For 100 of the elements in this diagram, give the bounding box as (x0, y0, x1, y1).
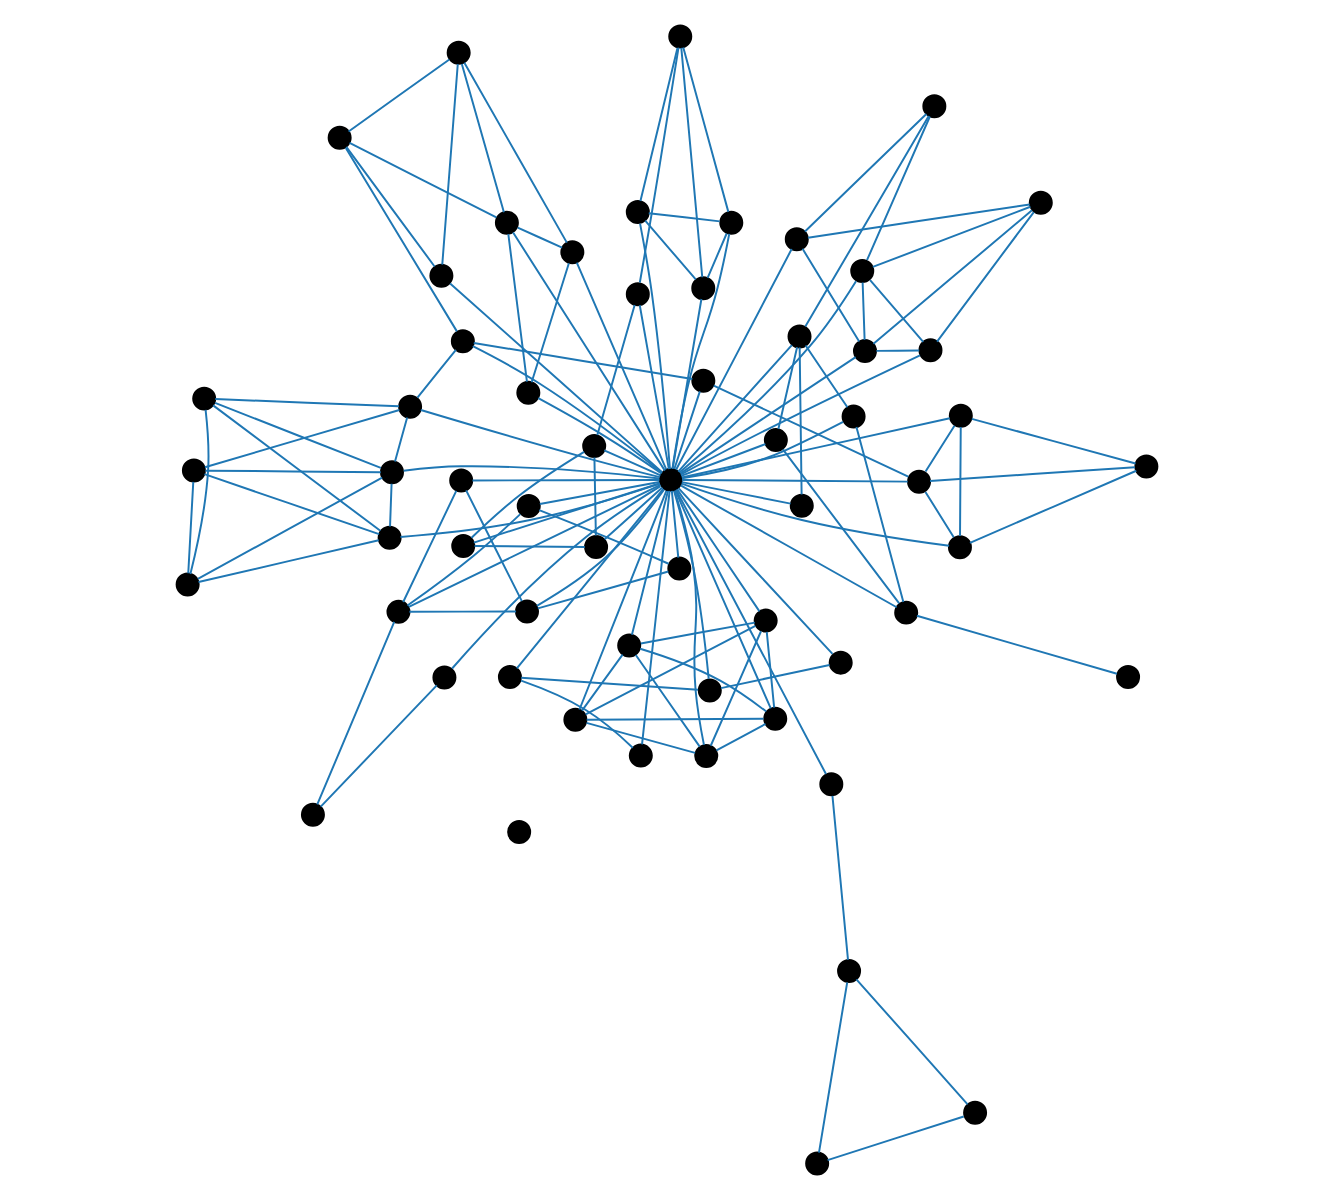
connector (408, 610, 518, 613)
connector (449, 282, 664, 474)
connector (875, 349, 921, 352)
connector (639, 621, 756, 645)
node-circle (398, 394, 423, 419)
connector (319, 684, 438, 808)
connector (345, 145, 436, 268)
connector (959, 426, 962, 537)
connector (394, 416, 409, 463)
connector (463, 61, 568, 244)
connector (204, 469, 382, 474)
connector (855, 978, 969, 1106)
connector (676, 488, 761, 613)
connector (416, 348, 457, 399)
connector (575, 261, 668, 471)
connector (804, 114, 930, 328)
connector (679, 356, 857, 475)
node-circle (805, 1151, 830, 1176)
node-circle (819, 772, 844, 797)
connector (536, 570, 670, 610)
connector (720, 664, 831, 690)
connector (520, 676, 700, 691)
connector (677, 344, 793, 473)
node-circle (922, 94, 947, 119)
connector (675, 248, 793, 471)
node-circle (563, 707, 588, 732)
connector (638, 304, 670, 471)
connector (472, 342, 694, 380)
connector (344, 147, 458, 333)
connector (818, 981, 849, 1154)
connector (680, 417, 951, 479)
connector (831, 794, 849, 961)
connector (869, 279, 925, 343)
connector (530, 262, 570, 384)
connector (212, 404, 382, 532)
connector (196, 476, 384, 580)
connector (765, 630, 776, 709)
node-circle (763, 428, 788, 453)
connector (596, 304, 636, 436)
connector (936, 211, 1035, 343)
connector (680, 481, 792, 505)
node-circle (667, 556, 692, 581)
connector (472, 482, 661, 544)
node-circle (560, 240, 585, 265)
connector (634, 654, 701, 748)
connector (585, 721, 697, 754)
node-circle (918, 338, 943, 363)
connector (674, 489, 772, 710)
connector (203, 473, 381, 536)
connector (630, 490, 669, 636)
connector (460, 62, 505, 214)
connector (680, 482, 951, 547)
node-circle (853, 338, 877, 363)
node-circle (668, 24, 693, 49)
connector (709, 630, 762, 747)
connector (673, 390, 701, 471)
connector (639, 647, 768, 713)
node-circle (181, 458, 206, 483)
node-circle (516, 380, 541, 405)
node-circle (697, 678, 722, 703)
node-circle (850, 259, 875, 283)
connector (673, 490, 705, 746)
node-circle (377, 525, 402, 550)
node-circle (300, 802, 325, 827)
node-circle (450, 329, 475, 354)
node-circle (617, 633, 642, 658)
node-circle (837, 959, 862, 984)
connector (402, 489, 458, 603)
connector (803, 113, 928, 233)
connector (647, 212, 721, 223)
connector (924, 490, 955, 539)
connector (801, 247, 861, 343)
connector (316, 620, 396, 806)
connector (639, 47, 679, 203)
connector (673, 489, 710, 680)
connector (866, 115, 931, 262)
connector (641, 489, 671, 746)
connector (197, 539, 380, 583)
connector (671, 298, 703, 470)
connector (639, 222, 671, 470)
connector (680, 443, 767, 477)
connector (470, 450, 586, 539)
connector (807, 203, 1031, 239)
connector (924, 424, 956, 473)
connector (581, 653, 624, 712)
node-circle (192, 386, 217, 411)
node-circle (175, 572, 200, 597)
connector (473, 545, 586, 548)
node-circle (449, 468, 474, 493)
node-circle (1134, 454, 1159, 479)
node-circle (789, 493, 814, 518)
connector (406, 513, 522, 607)
connector (798, 346, 803, 496)
connector (593, 456, 597, 537)
node-circle (494, 210, 519, 235)
connector (419, 409, 661, 479)
connector (535, 488, 665, 607)
connector (515, 488, 665, 670)
connector (681, 478, 909, 483)
node-circle (787, 324, 812, 349)
